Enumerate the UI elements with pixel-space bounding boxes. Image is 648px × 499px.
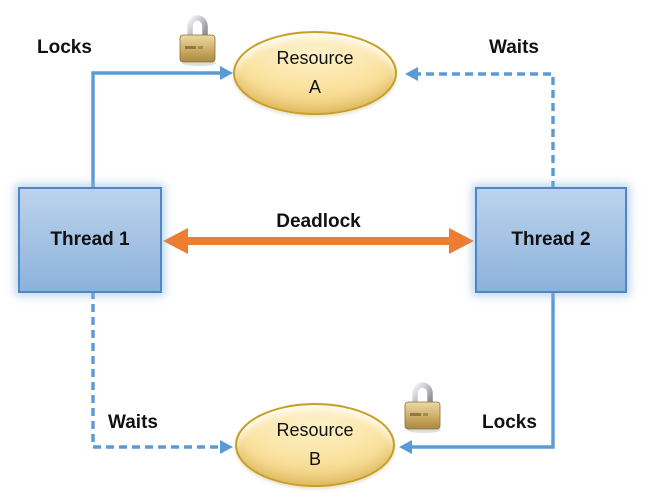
arrowhead-deadlock-left <box>163 228 188 254</box>
waits-label-bottom: Waits <box>108 412 158 433</box>
resource-a-label-line1: Resource <box>276 48 354 68</box>
arrowhead-t1-waits-b <box>220 440 233 454</box>
arrowhead-t1-locks-a <box>220 66 233 80</box>
waits-label-top: Waits <box>489 37 539 58</box>
locks-label-top: Locks <box>37 37 92 58</box>
arrowhead-t2-locks-b <box>399 440 412 454</box>
arrowhead-t2-waits-a <box>405 67 418 81</box>
resource-b-label-line1: Resource <box>276 420 354 440</box>
resource-b-node: Resource B <box>235 403 395 487</box>
padlock-icon-b <box>404 382 441 433</box>
arrowhead-deadlock-right <box>449 228 474 254</box>
deadlock-label: Deadlock <box>276 211 361 232</box>
resource-b-label-line2: B <box>308 449 321 469</box>
thread2-node: Thread 2 <box>475 187 627 293</box>
locks-label-bottom: Locks <box>482 412 537 433</box>
padlock-icon-a <box>179 15 216 66</box>
resource-a-node: Resource A <box>233 31 397 115</box>
thread2-label: Thread 2 <box>511 229 591 250</box>
resource-a-label-line2: A <box>308 77 321 97</box>
edge-t2-waits-a <box>417 72 555 189</box>
edge-t1-locks-a <box>91 71 221 189</box>
thread1-node: Thread 1 <box>18 187 162 293</box>
thread1-label: Thread 1 <box>50 229 130 250</box>
